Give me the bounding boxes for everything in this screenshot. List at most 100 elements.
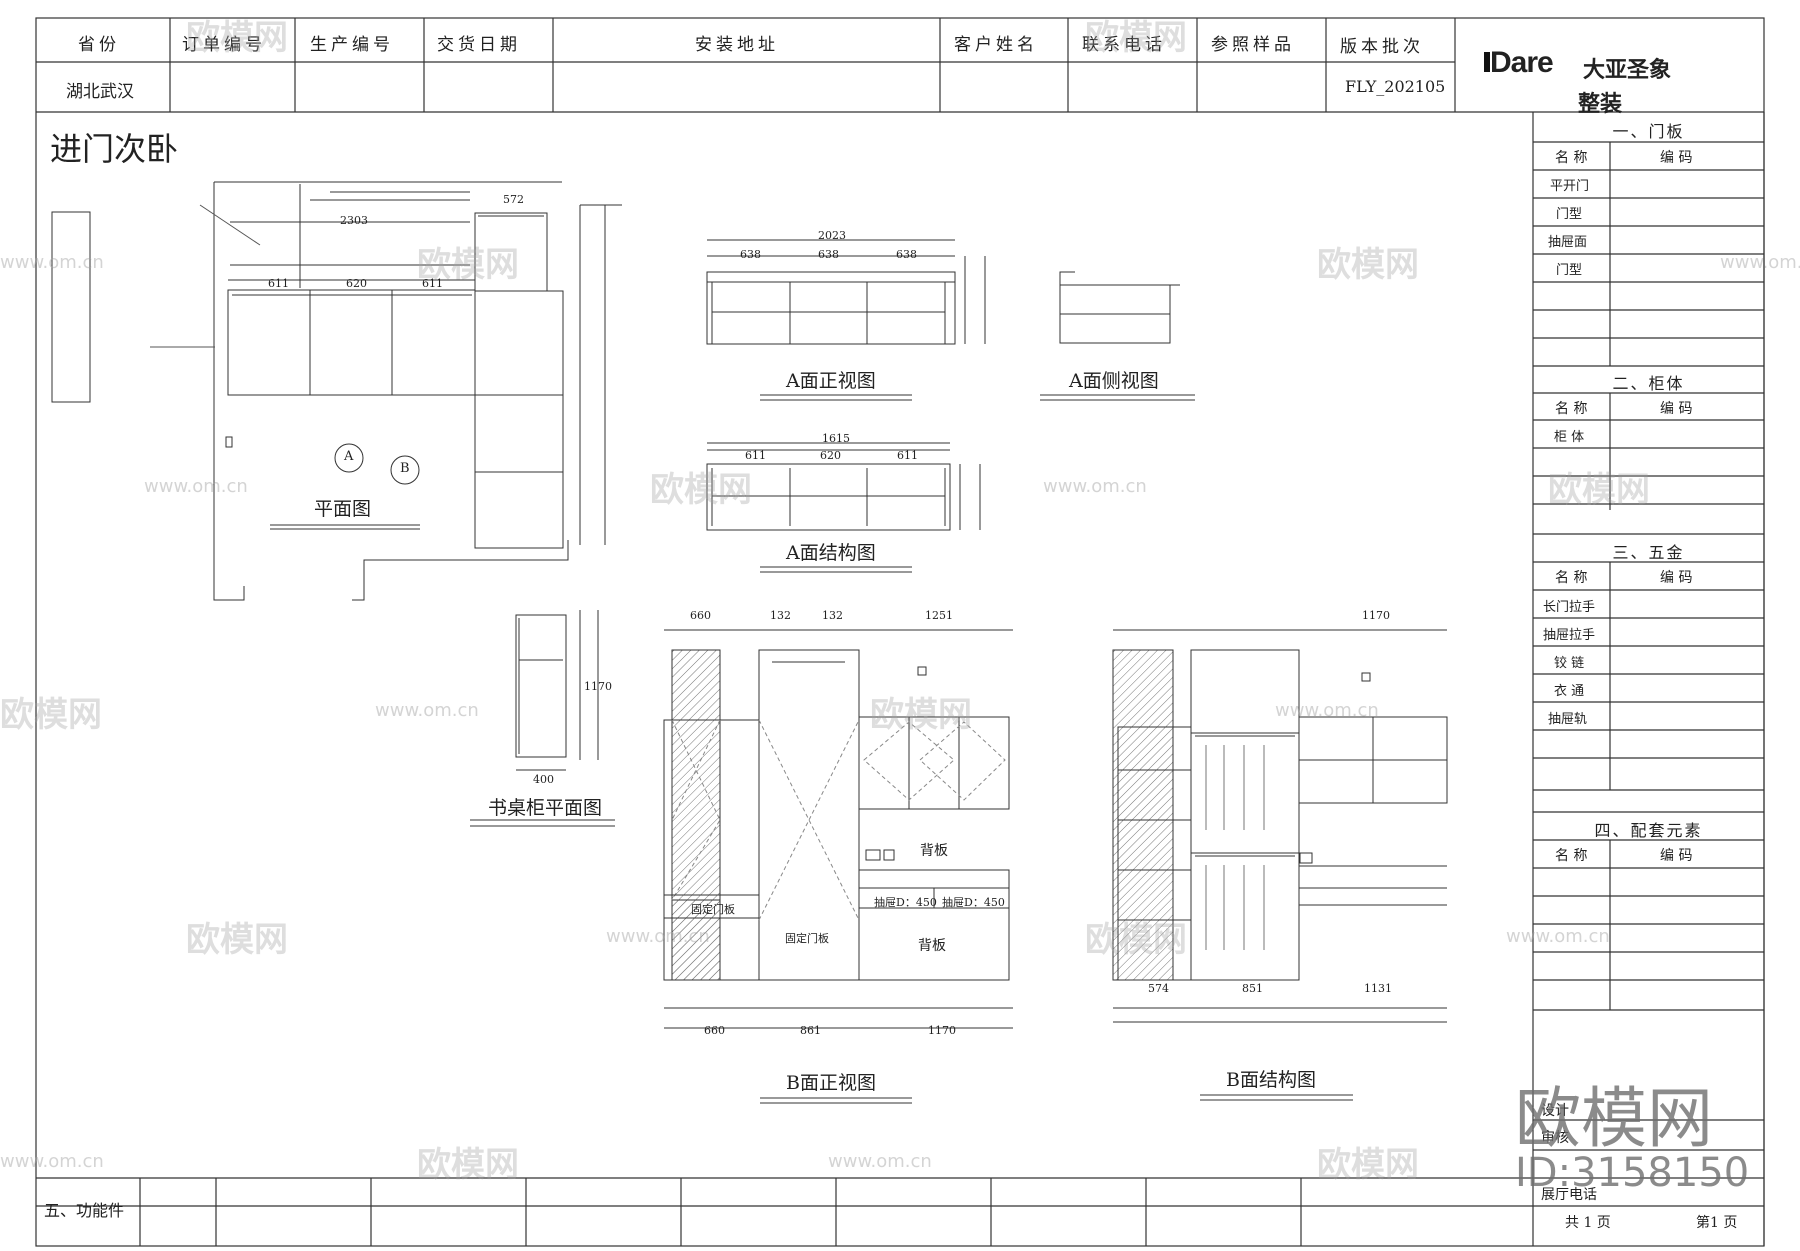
header-label-version: 版本批次 xyxy=(1340,37,1424,57)
a-struct-view xyxy=(706,442,981,573)
watermark-brand: 欧模网 xyxy=(0,695,102,735)
watermark-id: ID:3158150 xyxy=(1515,1150,1750,1196)
dim-a-part-1: 638 xyxy=(740,248,761,261)
drawer-label-right: 抽屉D：450 xyxy=(942,896,1005,909)
a-side-view xyxy=(1040,271,1195,401)
b-struct-view xyxy=(1112,629,1448,1101)
watermark-url: www.om.cn xyxy=(144,476,248,497)
fixed-door-label-right: 固定门板 xyxy=(785,932,829,945)
a-side-view-label: A面侧视图 xyxy=(1069,370,1159,392)
dim-desk-h: 1170 xyxy=(584,680,612,693)
header-province-value: 湖北武汉 xyxy=(66,82,134,102)
watermark-brand: 欧模网 xyxy=(1317,1145,1419,1185)
plan-view xyxy=(51,181,622,601)
dim-b-top-4: 1251 xyxy=(925,609,953,622)
b-struct-view-label: B面结构图 xyxy=(1226,1069,1316,1091)
dim-plan-top: 2303 xyxy=(340,214,368,227)
backboard-label-upper: 背板 xyxy=(920,843,948,859)
watermark-brand: 欧模网 xyxy=(1317,245,1419,285)
watermark-url: www.om.cn xyxy=(0,252,104,273)
header-label-order-no: 订单编号 xyxy=(182,35,266,55)
watermark-url: www.om.cn xyxy=(606,926,710,947)
sidebar-section-hardware-title: 三、五金 xyxy=(1612,543,1685,562)
room-title: 进门次卧 xyxy=(50,130,179,168)
sidebar-accessory-col-name: 名 称 xyxy=(1555,848,1588,864)
page-number: 第1 页 xyxy=(1696,1215,1738,1231)
dim-a-struct-1: 611 xyxy=(745,449,766,462)
dim-plan-right: 572 xyxy=(503,193,524,206)
sidebar-door-item-4: 门型 xyxy=(1556,263,1583,278)
sidebar-hardware-item-3: 铰 链 xyxy=(1554,656,1585,671)
header-label-reference-sample: 参照样品 xyxy=(1211,35,1295,55)
sidebar-accessory-col-code: 编 码 xyxy=(1660,848,1693,864)
drawer-label-left: 抽屉D：450 xyxy=(874,896,937,909)
watermark-url: www.om.cn xyxy=(1043,476,1147,497)
fixed-door-label-left: 固定门板 xyxy=(691,903,735,916)
dim-a-total: 2023 xyxy=(818,229,846,242)
watermark-url: www.om.cn xyxy=(0,1151,104,1172)
header-version-value: FLY_202105 xyxy=(1345,77,1446,96)
sidebar-hardware-item-2: 抽屉拉手 xyxy=(1543,628,1596,643)
dim-b-top-3: 132 xyxy=(822,609,843,622)
dim-bs-top: 1170 xyxy=(1362,609,1390,622)
watermark-brand: 欧模网 xyxy=(186,18,288,58)
sidebar-showroom-phone: 展厅电话 xyxy=(1541,1187,1597,1203)
a-front-view-label: A面正视图 xyxy=(786,370,876,392)
dim-b-bottom-2: 861 xyxy=(800,1024,821,1037)
watermark-url: www.om.cn xyxy=(828,1151,932,1172)
sidebar-cabinet-item-1: 柜 体 xyxy=(1554,430,1585,445)
marker-b: B xyxy=(400,461,410,476)
desk-plan-view xyxy=(470,610,615,827)
sidebar-door-item-1: 平开门 xyxy=(1550,179,1590,194)
sidebar-door-item-2: 门型 xyxy=(1556,207,1583,222)
dim-b-top-1: 660 xyxy=(690,609,711,622)
dare-logo-mark xyxy=(1484,52,1490,72)
page-total: 共 1 页 xyxy=(1565,1215,1611,1231)
dim-plan-611-b: 611 xyxy=(422,277,443,290)
desk-plan-view-label: 书桌柜平面图 xyxy=(488,797,603,819)
sidebar-hardware-item-5: 抽屉轨 xyxy=(1548,712,1588,727)
header-label-customer-name: 客户姓名 xyxy=(954,35,1038,55)
sidebar-door-item-3: 抽屉面 xyxy=(1548,235,1588,250)
marker-a: A xyxy=(344,449,354,464)
header-label-province: 省份 xyxy=(78,35,120,55)
header-label-delivery-date: 交货日期 xyxy=(437,35,521,55)
dim-a-struct-3: 611 xyxy=(897,449,918,462)
sidebar-hardware-item-1: 长门拉手 xyxy=(1543,600,1596,615)
sidebar-door-col-code: 编 码 xyxy=(1660,150,1693,166)
header-label-install-address: 安装地址 xyxy=(695,35,779,55)
dim-a-part-2: 638 xyxy=(818,248,839,261)
watermark-brand: 欧模网 xyxy=(1085,18,1187,58)
dim-a-struct-2: 620 xyxy=(820,449,841,462)
dim-a-struct-total: 1615 xyxy=(822,432,850,445)
watermark-brand: 欧模网 xyxy=(186,920,288,960)
dim-bs-bottom-1: 574 xyxy=(1148,982,1169,995)
sidebar-reviewer: 审核 xyxy=(1541,1130,1569,1146)
dim-b-bottom-1: 660 xyxy=(704,1024,725,1037)
sidebar-door-col-name: 名 称 xyxy=(1555,150,1588,166)
watermark-brand: 欧模网 xyxy=(417,1145,519,1185)
sidebar-section-accessory-title: 四、配套元素 xyxy=(1594,821,1703,840)
plan-view-label: 平面图 xyxy=(314,498,372,520)
brand-logo-cn: 大亚圣象 xyxy=(1583,57,1672,82)
dim-a-part-3: 638 xyxy=(896,248,917,261)
sidebar-section-cabinet-title: 二、柜体 xyxy=(1612,374,1685,393)
dim-plan-611-a: 611 xyxy=(268,277,289,290)
sidebar-hardware-col-code: 编 码 xyxy=(1660,570,1693,586)
sheet-frame xyxy=(35,17,1765,1247)
backboard-label-lower: 背板 xyxy=(918,938,946,954)
header-label-production-no: 生产编号 xyxy=(310,35,394,55)
watermark-brand: 欧模网 xyxy=(870,695,972,735)
sidebar-grid xyxy=(1533,141,1764,1207)
watermark-url: www.om.cn xyxy=(1275,700,1379,721)
dim-desk-width: 400 xyxy=(533,773,554,786)
watermark-brand: 欧模网 xyxy=(1085,920,1187,960)
dim-bs-bottom-3: 1131 xyxy=(1364,982,1392,995)
b-front-view xyxy=(663,629,1013,1104)
watermark-url: www.om.cn xyxy=(1506,926,1610,947)
sidebar-hardware-item-4: 衣 通 xyxy=(1554,684,1585,699)
watermark-brand: 欧模网 xyxy=(1548,470,1650,510)
header-label-contact-phone: 联系电话 xyxy=(1082,35,1166,55)
a-struct-view-label: A面结构图 xyxy=(786,542,876,564)
